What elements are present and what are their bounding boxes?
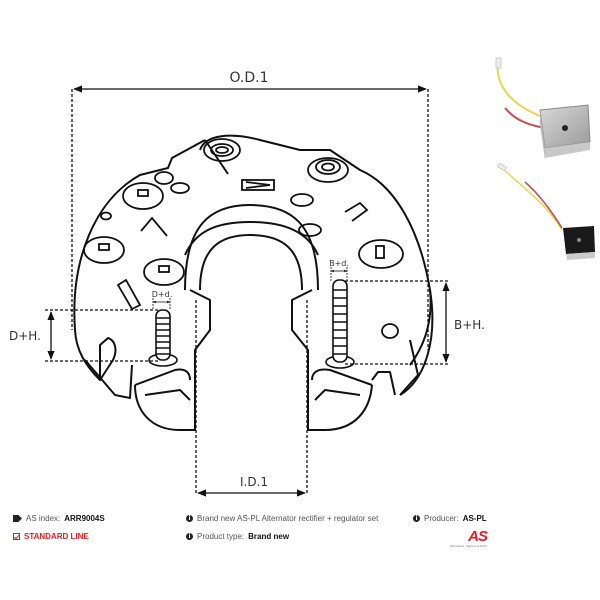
label-b-height: B+H. [454,318,485,332]
label-outer-diameter: O.D.1 [229,70,268,86]
rectifier-technical-drawing: O.D.1 I.D.1 D+H. D+d. B+H. B+d. [9,57,595,497]
regulator-photo-small [496,162,595,260]
description-text: Brand new AS-PL Alternator rectifier + r… [197,514,379,523]
standard-line: STANDARD LINE [13,532,89,541]
producer-label: Producer: [424,514,459,523]
info-icon: i [186,533,193,540]
label-d-height: D+H. [9,329,41,343]
logo-tagline: Alternators, Starters & Parts [449,544,487,548]
product-type: i Product type: Brand new [186,532,289,541]
info-icon: i [413,515,420,522]
checkbox-icon [13,533,20,540]
tag-icon [13,515,22,522]
screw-b [325,279,355,369]
label-d-diameter: D+d. [152,290,172,299]
product-type-value: Brand new [248,532,290,541]
label-b-diameter: B+d. [329,259,349,268]
as-index-label: AS index: [26,514,61,523]
screw-d [148,309,178,367]
rectifier-body [73,134,434,431]
regulator-photo-large [495,57,591,160]
logo-mark: AS [468,528,488,545]
terminal-features [83,138,404,339]
as-index: AS index: ARR9004S [13,514,105,523]
label-inner-diameter: I.D.1 [240,475,268,489]
as-pl-logo: AS Alternators, Starters & Parts [437,528,488,551]
description: i Brand new AS-PL Alternator rectifier +… [186,514,378,523]
product-type-label: Product type: [197,532,245,541]
as-index-value: ARR9004S [64,514,105,523]
dimension-lines [45,85,450,497]
producer-value: AS-PL [462,514,487,523]
producer: i Producer: AS-PL [413,514,487,523]
info-icon: i [186,515,193,522]
standard-line-label: STANDARD LINE [24,532,89,541]
